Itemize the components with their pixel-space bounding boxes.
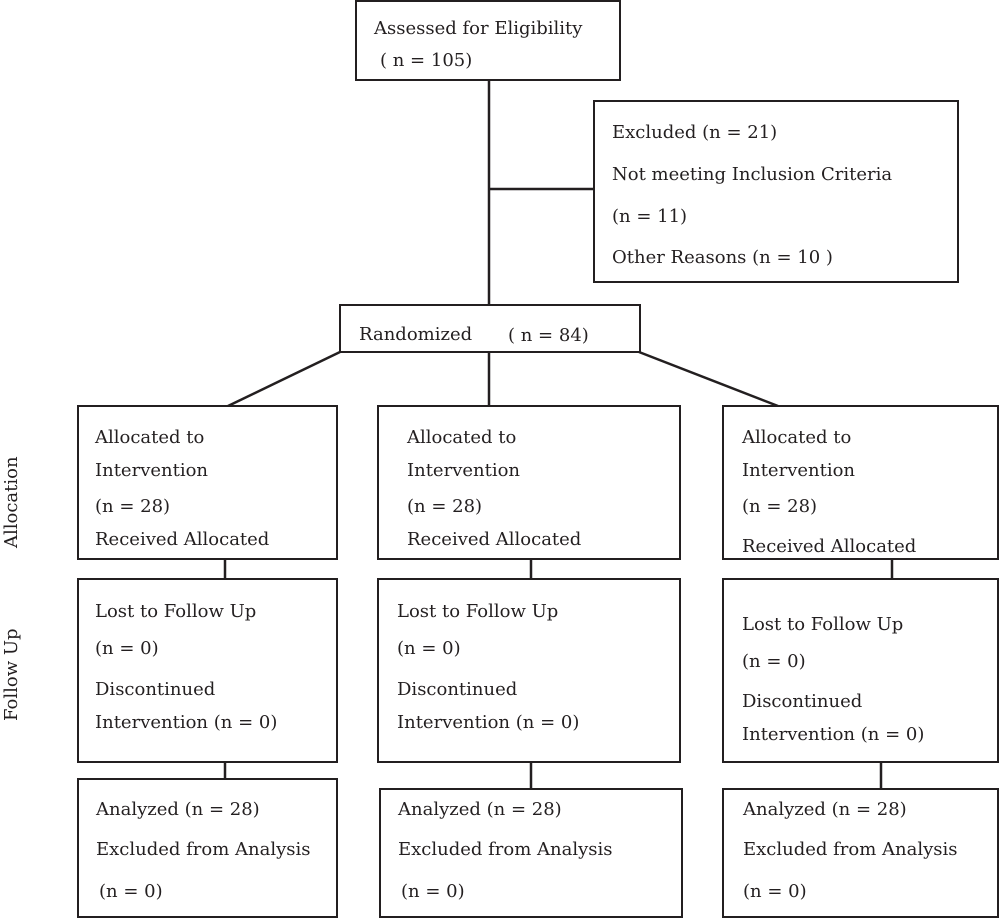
- arm3-analyzed: Analyzed (n = 28): [743, 799, 907, 820]
- arm3-lost: Lost to Follow Up: [742, 614, 904, 635]
- arm1-received: Received Allocated: [95, 529, 270, 550]
- excluded-other: Other Reasons (n = 10 ): [612, 247, 833, 268]
- arm3-allocated-count: (n = 28): [742, 496, 818, 517]
- excluded-box: Excluded (n = 21) Not meeting Inclusion …: [593, 100, 959, 283]
- assessed-box: Assessed for Eligibility ( n = 105): [355, 0, 621, 81]
- arm1-lost: Lost to Follow Up: [95, 601, 257, 622]
- excluded-title: Excluded (n = 21): [612, 122, 778, 143]
- arm3-discontinued-line1: Discontinued: [742, 691, 863, 712]
- arm2-discontinued-line2: Intervention (n = 0): [397, 712, 580, 733]
- assessed-title: Assessed for Eligibility: [374, 18, 583, 39]
- arm1-discontinued-line1: Discontinued: [95, 679, 216, 700]
- arm3-allocated-line2: Intervention: [742, 460, 856, 481]
- arm1-excluded-analysis-count: (n = 0): [99, 881, 163, 902]
- randomized-label: Randomized: [359, 324, 473, 345]
- arm3-lost-count: (n = 0): [742, 651, 806, 672]
- arm1-discontinued-line2: Intervention (n = 0): [95, 712, 278, 733]
- arm1-lost-count: (n = 0): [95, 638, 159, 659]
- arm2-lost-count: (n = 0): [397, 638, 461, 659]
- arm3-received: Received Allocated: [742, 536, 917, 557]
- arm2-allocated-line1: Allocated to: [407, 427, 517, 448]
- arm2-lost: Lost to Follow Up: [397, 601, 559, 622]
- arm3-allocation-box: Allocated to Intervention (n = 28) Recei…: [722, 405, 999, 560]
- randomized-count: ( n = 84): [508, 325, 589, 346]
- excluded-criteria-count: (n = 11): [612, 206, 688, 227]
- arm3-follow-up-box: Lost to Follow Up (n = 0) Discontinued I…: [722, 578, 999, 763]
- arm1-allocated-line1: Allocated to: [95, 427, 205, 448]
- arm2-allocated-line2: Intervention: [407, 460, 521, 481]
- arm2-received: Received Allocated: [407, 529, 582, 550]
- arm2-discontinued-line1: Discontinued: [397, 679, 518, 700]
- arm2-excluded-analysis: Excluded from Analysis: [398, 839, 613, 860]
- arm3-excluded-analysis-count: (n = 0): [743, 881, 807, 902]
- arm2-allocation-box: Allocated to Intervention (n = 28) Recei…: [377, 405, 681, 560]
- randomized-box: Randomized ( n = 84): [339, 304, 641, 353]
- connector-randomized-arm3: [638, 350, 779, 408]
- arm2-analysis-box: Analyzed (n = 28) Excluded from Analysis…: [379, 788, 683, 918]
- follow-up-side-label: Follow Up: [1, 628, 22, 721]
- arm1-follow-up-box: Lost to Follow Up (n = 0) Discontinued I…: [77, 578, 338, 763]
- excluded-criteria: Not meeting Inclusion Criteria: [612, 164, 893, 185]
- arm1-excluded-analysis: Excluded from Analysis: [96, 839, 311, 860]
- arm1-allocated-line2: Intervention: [95, 460, 209, 481]
- arm2-follow-up-box: Lost to Follow Up (n = 0) Discontinued I…: [377, 578, 681, 763]
- connector-randomized-arm1: [227, 350, 341, 408]
- arm3-analysis-box: Analyzed (n = 28) Excluded from Analysis…: [722, 788, 999, 918]
- arm3-allocated-line1: Allocated to: [742, 427, 852, 448]
- arm1-allocated-count: (n = 28): [95, 496, 171, 517]
- arm1-analysis-box: Analyzed (n = 28) Excluded from Analysis…: [77, 778, 338, 918]
- arm1-allocation-box: Allocated to Intervention (n = 28) Recei…: [77, 405, 338, 560]
- arm3-discontinued-line2: Intervention (n = 0): [742, 724, 925, 745]
- arm2-allocated-count: (n = 28): [407, 496, 483, 517]
- arm2-analyzed: Analyzed (n = 28): [398, 799, 562, 820]
- arm2-excluded-analysis-count: (n = 0): [401, 881, 465, 902]
- assessed-count: ( n = 105): [380, 50, 473, 71]
- arm3-excluded-analysis: Excluded from Analysis: [743, 839, 958, 860]
- arm1-analyzed: Analyzed (n = 28): [96, 799, 260, 820]
- allocation-side-label: Allocation: [1, 456, 22, 548]
